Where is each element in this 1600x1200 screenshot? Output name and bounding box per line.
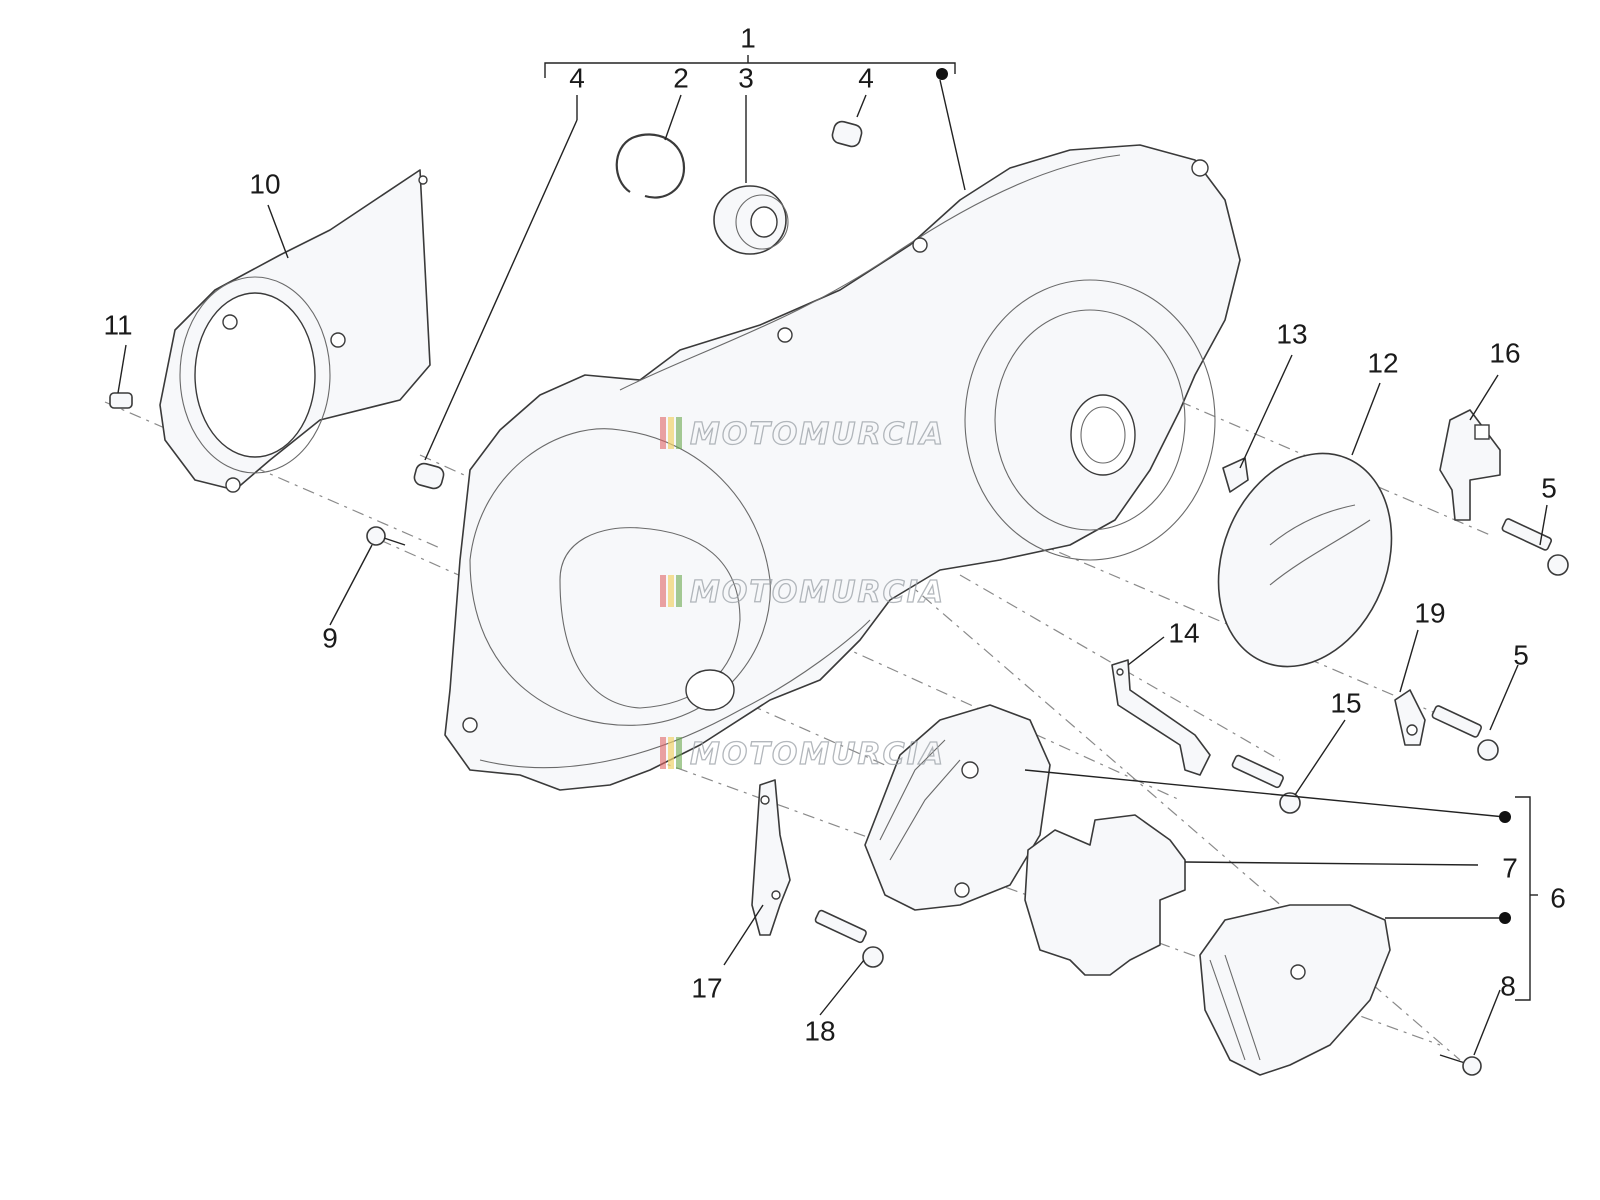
callout-8[interactable]: 8 (1500, 970, 1516, 1001)
bearing[interactable] (713, 185, 789, 255)
bolt-15[interactable] (1231, 754, 1301, 814)
bracket-14[interactable] (1111, 659, 1211, 776)
leader-dots (936, 68, 1511, 924)
callout-9[interactable]: 9 (322, 622, 338, 653)
screw-9[interactable] (366, 526, 406, 546)
watermark-logo-1: MOTOMURCIA (660, 416, 945, 453)
callout-2[interactable]: 2 (673, 62, 689, 93)
callout-17[interactable]: 17 (691, 972, 722, 1003)
circlip[interactable] (615, 133, 686, 199)
callout-19[interactable]: 19 (1414, 597, 1445, 628)
plate-19[interactable] (1394, 689, 1426, 746)
watermark-text-3: MOTOMURCIA (690, 737, 945, 772)
bolt-11[interactable] (109, 392, 133, 409)
belt-cover-plate[interactable] (159, 169, 431, 493)
watermark-group: MOTOMURCIA MOTOMURCIA MOTOMURCIA (660, 416, 945, 773)
watermark-logo-3: MOTOMURCIA (660, 736, 945, 773)
callout-1[interactable]: 1 (740, 22, 756, 53)
bolt-5-upper[interactable] (1501, 518, 1569, 576)
dowel-pin-right[interactable] (831, 120, 864, 148)
callout-12[interactable]: 12 (1367, 347, 1398, 378)
filter-element[interactable] (1024, 814, 1186, 976)
callout-16[interactable]: 16 (1489, 337, 1520, 368)
intake-cover[interactable] (1199, 904, 1391, 1076)
callout-3[interactable]: 3 (738, 62, 754, 93)
callout-4-left[interactable]: 4 (569, 62, 585, 93)
callout-11[interactable]: 11 (103, 309, 132, 340)
dowel-pin-left[interactable] (413, 462, 446, 490)
bolt-5-lower[interactable] (1431, 705, 1499, 761)
leader-lines (117, 55, 1548, 1056)
callout-5-lower[interactable]: 5 (1513, 639, 1529, 670)
watermark-text-1: MOTOMURCIA (690, 417, 945, 452)
watermark-logo-2: MOTOMURCIA (660, 574, 945, 611)
clip-13[interactable] (1222, 457, 1249, 493)
screw-8[interactable] (1439, 1054, 1482, 1076)
air-intake-housing[interactable] (864, 704, 1051, 911)
callout-labels: 1 4 2 3 4 10 11 9 13 12 16 5 19 5 14 15 … (103, 22, 1565, 1046)
callout-10[interactable]: 10 (249, 168, 280, 199)
callout-7[interactable]: 7 (1502, 852, 1518, 883)
bracket-17[interactable] (751, 779, 791, 936)
watermark-text-2: MOTOMURCIA (690, 575, 945, 610)
callout-14[interactable]: 14 (1168, 617, 1199, 648)
bracket-16[interactable] (1439, 409, 1501, 521)
transmission-cover[interactable] (444, 144, 1241, 791)
bolt-18[interactable] (814, 909, 884, 968)
callout-13[interactable]: 13 (1276, 318, 1307, 349)
callout-5-upper[interactable]: 5 (1541, 472, 1557, 503)
callout-4-right[interactable]: 4 (858, 62, 874, 93)
logo-cover[interactable] (1188, 427, 1422, 692)
callout-18[interactable]: 18 (804, 1015, 835, 1046)
callout-6[interactable]: 6 (1550, 882, 1566, 913)
callout-15[interactable]: 15 (1330, 687, 1361, 718)
